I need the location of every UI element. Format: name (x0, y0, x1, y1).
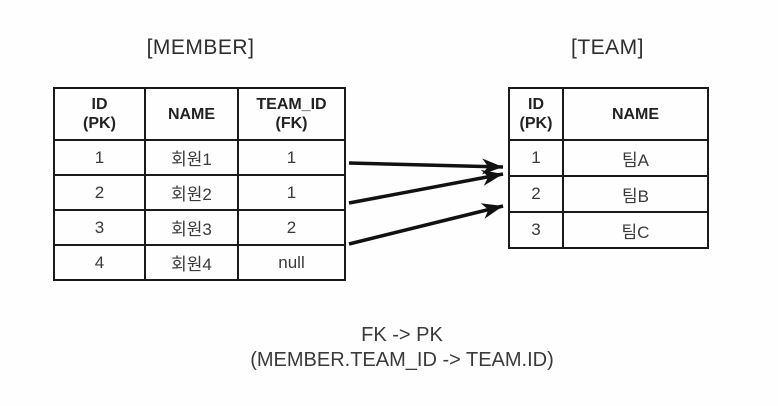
table-cell: 1 (53, 139, 146, 176)
table-cell: 회원1 (144, 139, 239, 176)
member-table-title: [MEMBER] (146, 36, 255, 59)
table-row: 2 팀B (508, 175, 709, 213)
table-cell: 3 (508, 211, 564, 249)
table-row: 3 회원3 2 (53, 209, 346, 246)
table-cell: null (237, 244, 346, 281)
member-table: ID (PK) NAME TEAM_ID (FK) 1 회원1 1 2 회원2 … (53, 87, 346, 281)
table-row: 3 팀C (508, 211, 709, 249)
fk-pk-caption: FK -> PK (MEMBER.TEAM_ID -> TEAM.ID) (52, 323, 752, 373)
team-table: ID (PK) NAME 1 팀A 2 팀B 3 팀C (508, 87, 709, 249)
table-cell: 3 (53, 209, 146, 246)
caption-line-1: FK -> PK (361, 324, 443, 346)
table-cell: 팀C (562, 211, 709, 249)
table-row: 4 회원4 null (53, 244, 346, 281)
team-header-id: ID (PK) (508, 87, 564, 141)
table-cell: 1 (237, 139, 346, 176)
relation-arrow-3 (348, 203, 504, 246)
member-header-team-id: TEAM_ID (FK) (237, 87, 346, 141)
relation-arrow-2 (348, 170, 504, 205)
table-row: 2 회원2 1 (53, 174, 346, 211)
member-header-id: ID (PK) (53, 87, 146, 141)
caption-line-2: (MEMBER.TEAM_ID -> TEAM.ID) (250, 349, 554, 371)
table-cell: 2 (237, 209, 346, 246)
table-cell: 팀A (562, 139, 709, 177)
table-cell: 1 (237, 174, 346, 211)
table-cell: 4 (53, 244, 146, 281)
table-cell: 회원4 (144, 244, 239, 281)
table-row: 1 회원1 1 (53, 139, 346, 176)
team-header-name: NAME (562, 87, 709, 141)
table-cell: 2 (53, 174, 146, 211)
table-cell: 회원3 (144, 209, 239, 246)
member-header-name: NAME (144, 87, 239, 141)
member-header-row: ID (PK) NAME TEAM_ID (FK) (53, 87, 346, 141)
table-cell: 팀B (562, 175, 709, 213)
table-cell: 회원2 (144, 174, 239, 211)
team-header-row: ID (PK) NAME (508, 87, 709, 141)
relation-arrow-1 (348, 158, 504, 175)
table-cell: 2 (508, 175, 564, 213)
table-row: 1 팀A (508, 139, 709, 177)
table-cell: 1 (508, 139, 564, 177)
team-table-title: [TEAM] (570, 36, 644, 59)
